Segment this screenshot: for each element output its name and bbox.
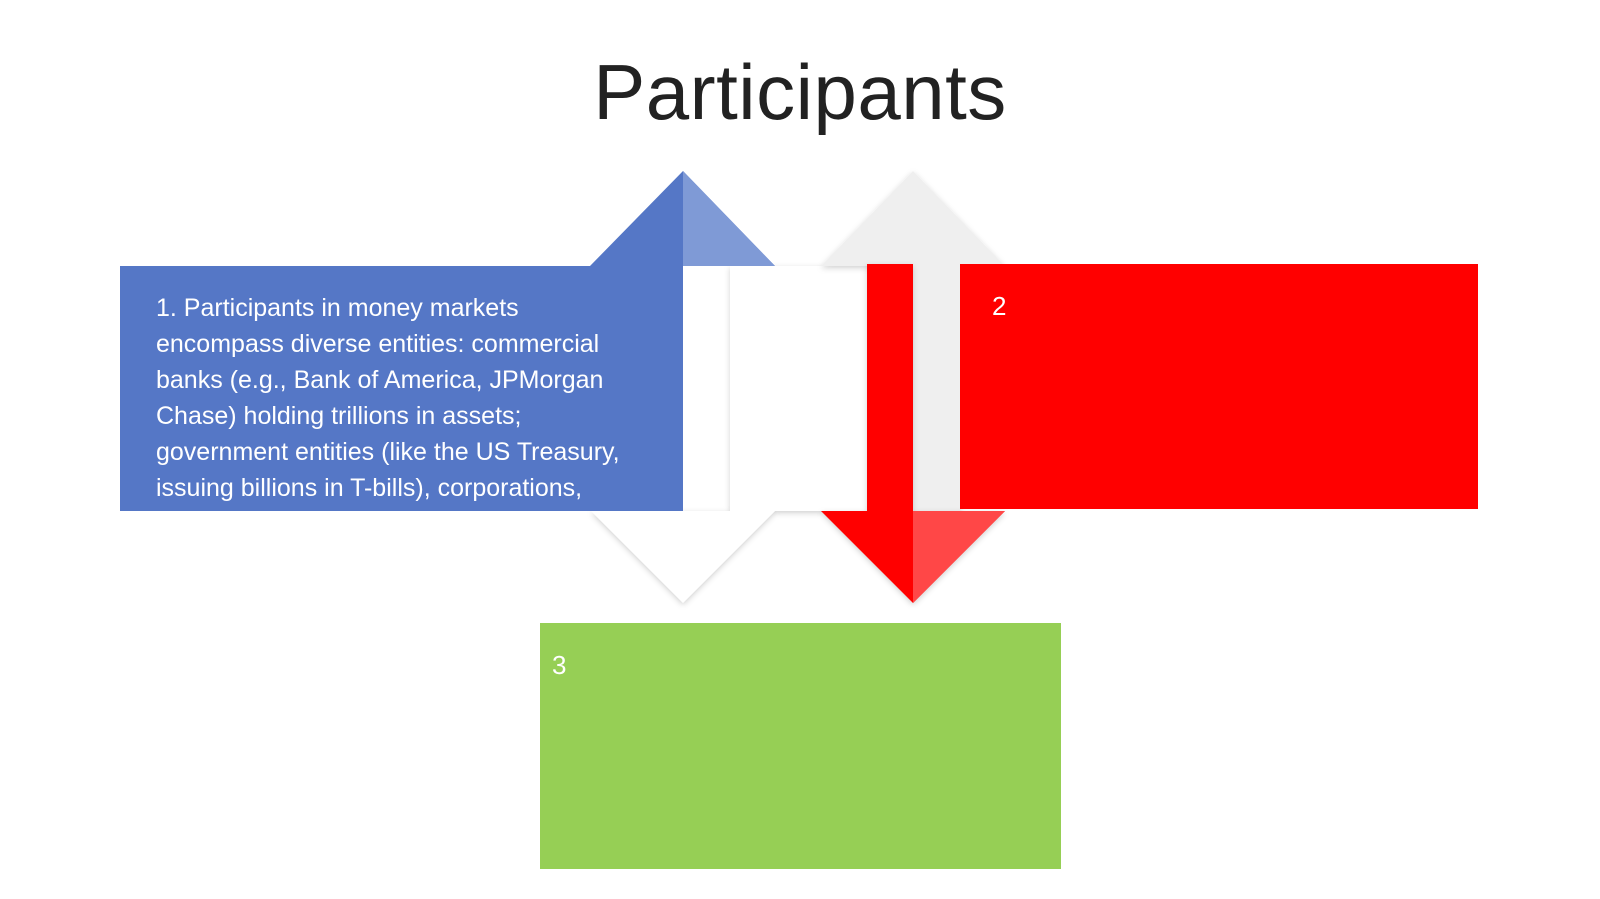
participants-box-1: 1. Participants in money markets encompa… — [120, 266, 680, 511]
participants-box-2: 2 — [960, 264, 1478, 509]
participants-box-3: 3 — [540, 623, 1061, 869]
box-2-text: 2 — [992, 291, 1007, 321]
box-3-text: 3 — [552, 650, 567, 680]
slide-title: Participants — [593, 48, 1007, 136]
box-1-text: 1. Participants in money markets encompa… — [156, 294, 620, 511]
white-down-arrow — [591, 266, 867, 603]
red-down-arrow — [821, 264, 1005, 603]
